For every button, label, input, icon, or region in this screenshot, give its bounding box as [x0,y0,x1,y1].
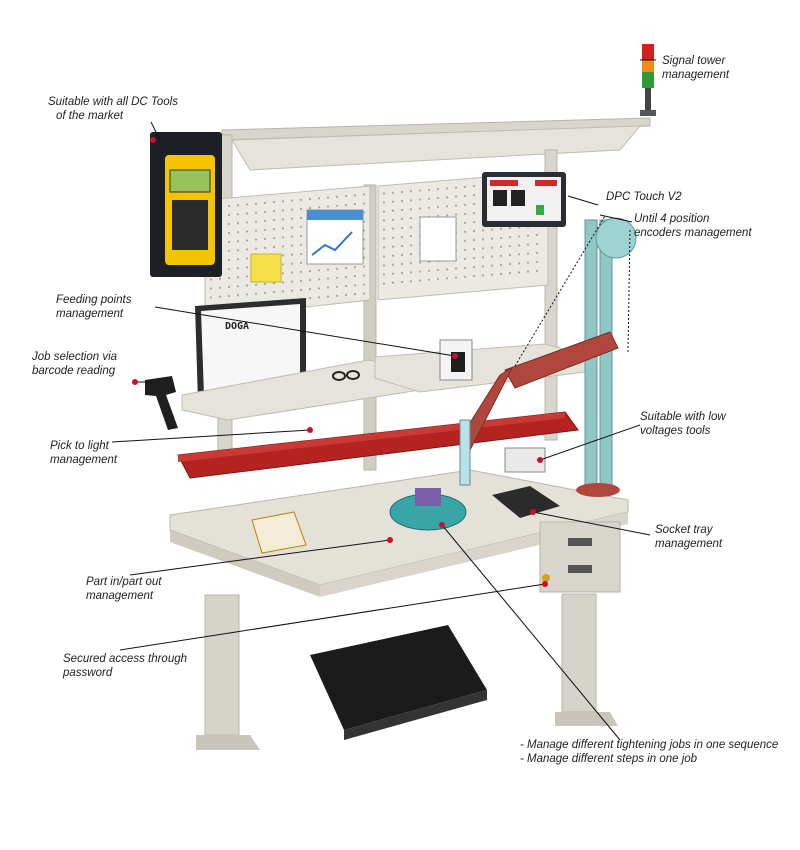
callout-dot-barcode [132,379,138,385]
callout-dot-secured-access [542,581,548,587]
calendar-poster [306,209,364,265]
callout-dot-dc-tools [150,137,156,143]
callout-dot-feeding [452,353,458,359]
callout-jobs-steps: - Manage different tightening jobs in on… [520,739,779,765]
callout-dot-low-voltage [537,457,543,463]
glasses-icon [332,370,360,381]
callout-dot-jobs-steps [439,522,445,528]
controller-icon [150,132,222,277]
foot-rest-icon [310,625,487,740]
low-voltage-module [504,447,546,473]
callout-dot-pick-to-light [307,427,313,433]
callout-dot-socket-tray [530,509,536,515]
monitor-brand: DOGA [225,321,250,332]
book-icon [251,511,307,554]
torque-arm [457,217,637,497]
barcode-scanner-icon [145,376,178,430]
rotary-fixture [389,488,467,531]
touch-panel-icon [482,172,566,227]
callout-dpc-touch: DPC Touch V2 [606,191,682,203]
document-sheet [419,216,457,262]
sticky-note [250,253,282,283]
signal-tower-icon [640,44,656,116]
callout-dot-part-in-out [387,537,393,543]
socket-tray-icon [492,486,560,518]
leader-lines [111,59,656,741]
feeding-unit [439,339,473,381]
